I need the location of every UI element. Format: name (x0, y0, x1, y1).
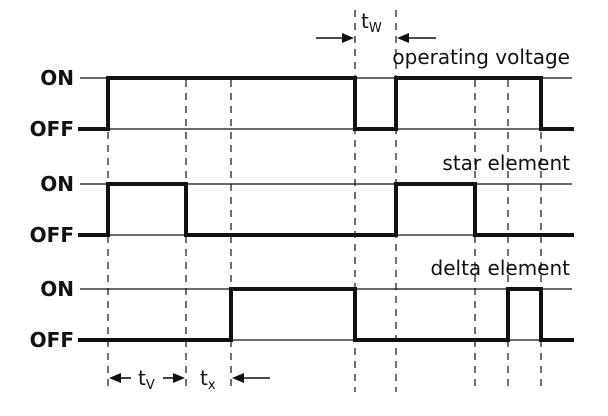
off-label: OFF (30, 117, 74, 141)
signal-delta-element: ON OFF delta element (30, 256, 574, 352)
tv-annotation: tV (109, 366, 185, 393)
tv-label: tV (138, 366, 155, 393)
arrowhead-icon (109, 373, 121, 383)
tw-label: tW (361, 9, 382, 36)
arrowhead-icon (342, 33, 354, 43)
tw-annotation: tW (316, 9, 436, 43)
arrowhead-icon (173, 373, 185, 383)
off-label: OFF (30, 223, 74, 247)
on-label: ON (40, 172, 74, 196)
signal-label: star element (442, 151, 570, 175)
on-label: ON (40, 66, 74, 90)
waveform (78, 182, 574, 237)
signal-star-element: ON OFF star element (30, 151, 574, 247)
arrowhead-icon (232, 373, 244, 383)
signal-operating-voltage: ON OFF operating voltage (30, 45, 574, 141)
arrowhead-icon (397, 33, 409, 43)
tx-label: tx (200, 366, 216, 393)
waveform (78, 287, 574, 342)
signal-label: delta element (431, 256, 571, 280)
signal-label: operating voltage (392, 45, 570, 69)
off-label: OFF (30, 328, 74, 352)
on-label: ON (40, 277, 74, 301)
tx-annotation: tx (200, 366, 270, 393)
waveform (78, 76, 574, 131)
